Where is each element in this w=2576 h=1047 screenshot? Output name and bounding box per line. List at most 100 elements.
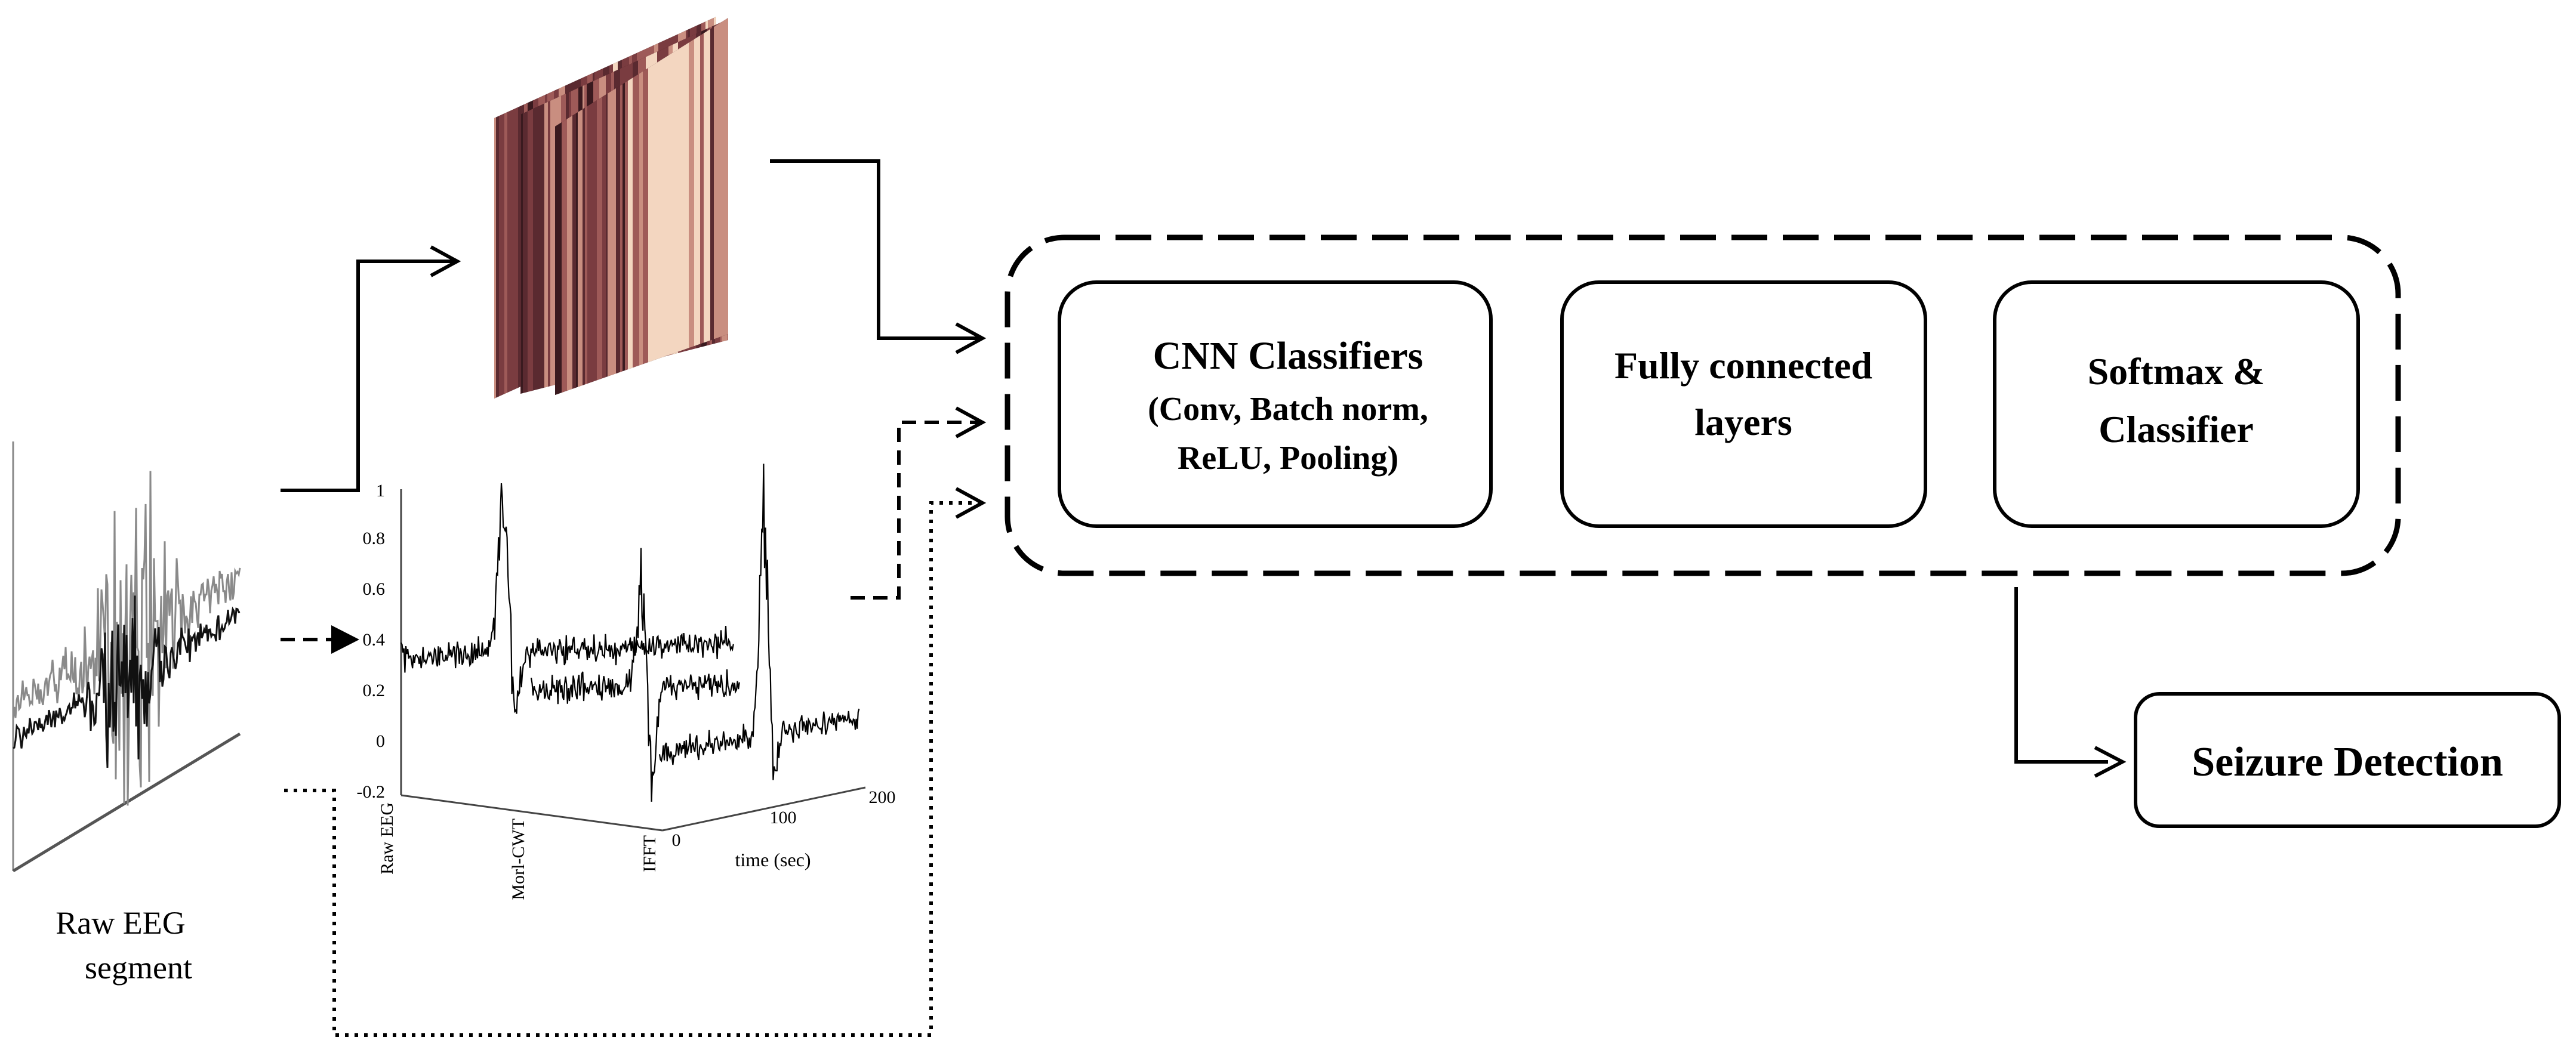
spectrogram-stripe [700, 18, 704, 395]
depth-label-ifft: IFFT [640, 835, 660, 872]
spectrogram-stripe [608, 18, 614, 395]
arrow-head-spectrogram [430, 245, 461, 277]
spectrogram-stripe [728, 12, 734, 406]
spectrogram-stripe [651, 18, 657, 395]
spectrogram-stripe [576, 18, 578, 395]
spectrogram-stripe [717, 18, 723, 395]
cnn-classifier-box [1058, 280, 1493, 528]
fully-connected-line2: layers [1694, 401, 1792, 443]
spectrogram-layer-3 [555, 12, 732, 406]
x-tick-200: 200 [869, 787, 896, 807]
eeg-trace-cwt [530, 548, 740, 802]
spectrogram-stripe [504, 17, 507, 399]
depth-label-raw-eeg: Raw EEG [377, 802, 397, 875]
arrow-head-plot-cnn [955, 406, 987, 438]
eeg-trace-ifft [658, 464, 860, 780]
spectrogram-stripe [620, 18, 623, 395]
y-tick-0.2: 0.2 [363, 681, 386, 700]
spectrogram-stripe [645, 18, 648, 395]
eeg-plot-time-axis [662, 786, 866, 832]
eeg-plot-trace-path [658, 464, 860, 780]
spectrogram-stripe [689, 18, 694, 395]
eeg-plot-depth-axis [400, 794, 663, 832]
spectrogram-stripe [521, 19, 523, 394]
spectrogram-stripe [513, 17, 518, 399]
softmax-box [1993, 280, 2360, 528]
y-tick-0.4: 0.4 [363, 630, 386, 650]
arrow-head-raw-cnn [955, 487, 987, 519]
spectrogram-stripe [625, 18, 628, 395]
x-axis-label: time (sec) [735, 849, 811, 870]
arrow-pipeline-to-output [2014, 587, 2108, 764]
spectrogram-stripe [597, 18, 602, 395]
spectrogram-stripe [639, 18, 643, 395]
raw-eeg-base-axis [12, 732, 241, 873]
spectrogram-stripe [578, 18, 583, 395]
spectrogram-stripe [583, 18, 585, 395]
spectrogram-stripe [614, 18, 616, 395]
spectrogram-stripe [572, 18, 574, 395]
spectrogram-stripe [657, 18, 660, 395]
y-tick-1: 1 [376, 481, 385, 501]
spectrogram-stripe [729, 12, 732, 406]
cnn-classifier-line3: ReLU, Pooling) [1178, 440, 1398, 477]
spectrogram-stripe [528, 19, 533, 394]
spectrogram-stripe [552, 19, 557, 394]
arrow-raw-to-spectrogram [281, 260, 455, 492]
raw-eeg-gray-trace [12, 471, 241, 806]
raw-eeg-caption-line1: Raw EEG [56, 905, 185, 941]
spectrogram-stripe [544, 19, 548, 394]
spectrogram-stripe [628, 18, 633, 395]
spectrogram-stripe [520, 19, 521, 394]
spectrogram-stripe [648, 18, 651, 395]
y-tick-neg0.2: -0.2 [357, 782, 386, 802]
spectrogram-stripe [704, 18, 710, 395]
fully-connected-box [1560, 280, 1927, 528]
y-tick-0: 0 [376, 731, 385, 751]
seizure-detection-box [2134, 692, 2561, 828]
depth-label-morl-cwt: Morl-CWT [509, 819, 528, 900]
seizure-detection-label: Seizure Detection [2192, 739, 2503, 785]
eeg-trace-raw [400, 483, 734, 714]
spectrogram-stripe [606, 18, 608, 395]
spectrogram-stripe [643, 18, 645, 395]
eeg-plot-trace-path [400, 483, 734, 714]
arrow-head-plot [331, 625, 359, 654]
arrow-plot-to-cnn [851, 421, 980, 600]
fully-connected-line1: Fully connected [1614, 344, 1872, 387]
raw-eeg-black-trace [13, 595, 241, 768]
spectrogram-stripe [616, 18, 620, 395]
eeg-3d-plot: 1 0.8 0.6 0.4 0.2 0 -0.2 0 100 200 time … [357, 464, 896, 900]
arrow-spectrogram-to-cnn [770, 159, 980, 340]
spectrogram-stripe [507, 17, 513, 399]
y-tick-0.8: 0.8 [363, 529, 386, 548]
softmax-line1: Softmax & [2088, 350, 2265, 393]
spectrogram-stripe [684, 18, 689, 395]
spectrogram-stripe [494, 17, 496, 399]
spectrogram-stripe [587, 18, 590, 395]
spectrogram-stripe [660, 18, 667, 395]
spectrogram-stripe [548, 19, 550, 394]
spectrogram-stripe [675, 18, 679, 395]
arrow-raw-to-cnn-dotted [284, 501, 980, 1037]
spectrogram-stripe [623, 18, 625, 395]
spectrogram-stripe [667, 18, 671, 395]
y-tick-0.6: 0.6 [363, 579, 386, 599]
spectrogram-stripe [602, 18, 606, 395]
spectrogram-stripe [710, 18, 714, 395]
spectrogram-stripe [538, 19, 544, 394]
cnn-classifier-title: CNN Classifiers [1153, 334, 1423, 378]
raw-eeg-caption-line2: segment [85, 950, 192, 986]
spectrogram-stripe [671, 18, 675, 395]
spectrogram-stripe [499, 17, 504, 399]
spectrogram-stripe [533, 19, 538, 394]
spectrogram-stripe [590, 18, 597, 395]
spectrogram-stripe [550, 19, 552, 394]
spectrogram-stripe [694, 18, 700, 395]
spectrogram-stripe [562, 18, 567, 395]
cnn-pipeline-group [1004, 234, 2401, 576]
raw-eeg-trace-path [12, 471, 241, 806]
x-tick-0: 0 [672, 830, 681, 850]
spectrogram-stack-image [494, 12, 734, 406]
